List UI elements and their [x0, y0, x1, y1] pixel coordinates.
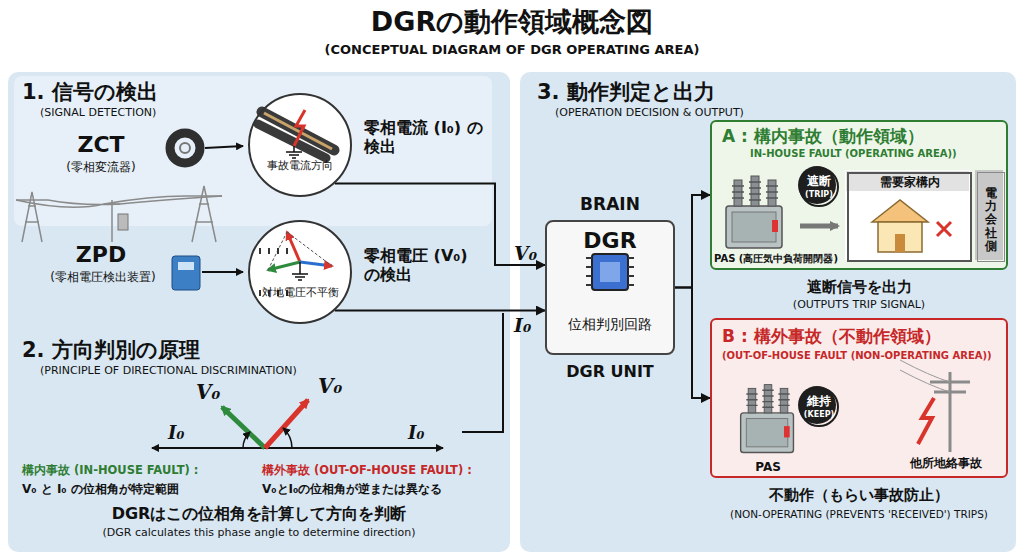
node-text: BRAIN [545, 194, 675, 214]
node-text: (SIGNAL DETECTION) [40, 106, 156, 119]
trip-badge: 遮断 (TRIP) [799, 167, 839, 207]
node-text: DGR UNIT [545, 362, 675, 381]
annotation-label: ZCT [36, 132, 166, 158]
node-text: 1. 信号の検出 [22, 80, 158, 105]
node-text: (TRIP) [799, 190, 839, 200]
annotation-label: (DGR calculates this phase angle to dete… [8, 526, 510, 539]
zct-detail-circle: 事故電流方向 [248, 93, 352, 197]
node-text: 需要家構内 [847, 175, 972, 189]
annotation-label: (零相変流器) [36, 160, 166, 174]
annotation-label: 零相電圧 (V₀) の検出 [364, 246, 486, 284]
node-text: DGR [545, 228, 675, 254]
right-panel: 3. 動作判定と出力(OPERATION DECISION & OUTPUT) B… [520, 72, 1016, 552]
in-house-fault-box: A : 構内事故（動作領域） IN-HOUSE FAULT (OPERATING … [710, 120, 1008, 270]
node-text: (KEEP) [799, 410, 839, 420]
annotation-label: 構外事故 (OUT-OF-HOUSE FAULT) : [262, 464, 508, 478]
node-text: 電力会社側 [985, 187, 997, 253]
annotation-label: ZPD [36, 242, 166, 268]
dgr-unit-box: BRAINDGR位相判別回路DGR UNIT [545, 220, 675, 355]
utility-side-bar: 電力会社側 [977, 172, 1005, 262]
node-text: 3. 動作判定と出力 [537, 80, 715, 105]
diagram-title: DGRの動作領域概念図 [0, 6, 1024, 38]
signal-label: I₀ [514, 314, 531, 337]
annotation-label: V₀ [196, 380, 220, 404]
annotation-label: 構内事故 (IN-HOUSE FAULT) : [22, 464, 258, 478]
node-text: (OUT-OF-HOUSE FAULT (NON-OPERATING AREA)… [722, 350, 992, 362]
annotation-label: I₀ [168, 422, 184, 444]
signal-label: V₀ [514, 242, 537, 265]
annotation-label: 他所地絡事故 [898, 456, 994, 470]
annotation-label: I₀ [408, 422, 424, 444]
node-text: IN-HOUSE FAULT (OPERATING AREA)) [750, 148, 957, 160]
node-text: 遮断 [799, 174, 839, 188]
annotation-label: (OUTPUTS TRIP SIGNAL) [710, 298, 1008, 311]
node-text: 対地電圧不平衡 [250, 286, 350, 299]
zpd-detail-circle: 対地電圧不平衡 [248, 220, 352, 324]
node-text: 維持 [799, 394, 839, 408]
node-text: (OPERATION DECISION & OUTPUT) [555, 106, 744, 119]
annotation-label: (零相電圧検出装置) [36, 270, 170, 284]
annotation-label: 遮断信号を出力 [710, 278, 1008, 296]
signal-connector [675, 195, 710, 288]
node-text: 事故電流方向 [250, 159, 350, 172]
annotation-label: (CONCEPTUAL DIAGRAM OF DGR OPERATING ARE… [0, 42, 1024, 58]
annotation-label: V₀とI₀の位相角が逆または異なる [262, 482, 508, 496]
node-text: 位相判別回路 [545, 316, 675, 333]
node-text: A : 構内事故（動作領域） [722, 126, 924, 146]
out-of-house-fault-box: B : 構外事故（不動作領域） (OUT-OF-HOUSE FAULT (NON-… [710, 318, 1008, 478]
signal-connector [675, 288, 710, 399]
node-text: (PRINCIPLE OF DIRECTIONAL DISCRIMINATION… [40, 364, 297, 377]
signal-connector [335, 310, 545, 312]
node-text: B : 構外事故（不動作領域） [722, 326, 941, 346]
keep-badge: 維持 (KEEP) [799, 387, 839, 427]
annotation-label: (NON-OPERATING (PREVENTS 'RECEIVED') TRI… [700, 508, 1018, 521]
annotation-label: 零相電流 (I₀) の検出 [364, 118, 486, 156]
annotation-label: PAS [738, 460, 798, 474]
annotation-label: V₀ [318, 374, 342, 398]
node-text: 2. 方向判別の原理 [22, 338, 200, 363]
annotation-label: PAS (高圧気中負荷開閉器) [714, 253, 846, 265]
annotation-label: DGRはこの位相角を計算して方向を判断 [8, 504, 510, 523]
customer-premises-box: 需要家構内 [847, 172, 972, 262]
annotation-label: 不動作（もらい事故防止） [710, 486, 1008, 504]
annotation-label: V₀ と I₀ の位相角が特定範囲 [22, 482, 258, 496]
